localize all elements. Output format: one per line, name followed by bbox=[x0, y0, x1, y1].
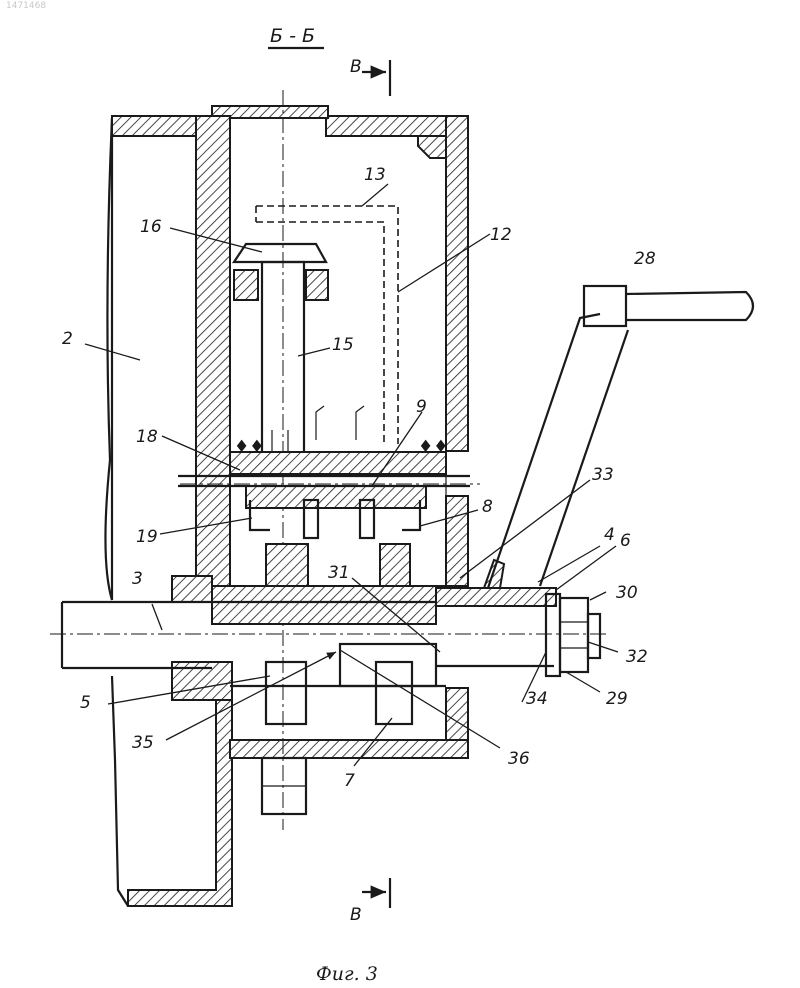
bracket-13 bbox=[256, 206, 398, 444]
label-5: 5 bbox=[80, 693, 91, 713]
label-2: 2 bbox=[62, 329, 73, 349]
label-16: 16 bbox=[140, 217, 162, 237]
lower-hub bbox=[230, 644, 446, 686]
svg-text:♦♦: ♦♦ bbox=[418, 437, 448, 457]
svg-text:♦♦: ♦♦ bbox=[234, 437, 264, 457]
figure-caption: Фиг. 3 bbox=[316, 963, 378, 985]
label-19: 19 bbox=[136, 527, 158, 547]
bottom-pin bbox=[262, 758, 306, 814]
label-30: 30 bbox=[616, 583, 638, 603]
label-9: 9 bbox=[416, 397, 427, 417]
label-13: 13 bbox=[364, 165, 386, 185]
label-6: 6 bbox=[620, 531, 631, 551]
label-31: 31 bbox=[328, 563, 350, 583]
label-7: 7 bbox=[344, 771, 355, 791]
housing-top-wall bbox=[112, 106, 468, 158]
label-32: 32 bbox=[626, 647, 648, 667]
label-36: 36 bbox=[508, 749, 530, 769]
spring-tabs bbox=[316, 406, 364, 440]
section-mark-top: В bbox=[350, 57, 390, 96]
label-33: 33 bbox=[592, 465, 614, 485]
label-15: 15 bbox=[332, 335, 354, 355]
label-18: 18 bbox=[136, 427, 158, 447]
svg-text:В: В bbox=[350, 57, 362, 77]
housing-right-wall bbox=[446, 116, 468, 758]
label-4: 4 bbox=[604, 525, 615, 545]
base-plate-2 bbox=[105, 118, 128, 906]
label-3: 3 bbox=[132, 569, 143, 589]
section-mark-bottom: В bbox=[350, 878, 390, 925]
label-8: 8 bbox=[482, 497, 493, 517]
document-stamp: 1471468 bbox=[6, 1, 46, 11]
housing-bottom-wall bbox=[230, 740, 468, 758]
label-28: 28 bbox=[634, 249, 656, 269]
label-12: 12 bbox=[490, 225, 512, 245]
cap-16 bbox=[234, 244, 328, 300]
section-title: Б - Б bbox=[270, 25, 315, 47]
label-34: 34 bbox=[526, 689, 548, 709]
hub-casting bbox=[212, 586, 458, 624]
svg-text:В: В bbox=[350, 905, 362, 925]
label-35: 35 bbox=[132, 733, 154, 753]
label-29: 29 bbox=[606, 689, 628, 709]
